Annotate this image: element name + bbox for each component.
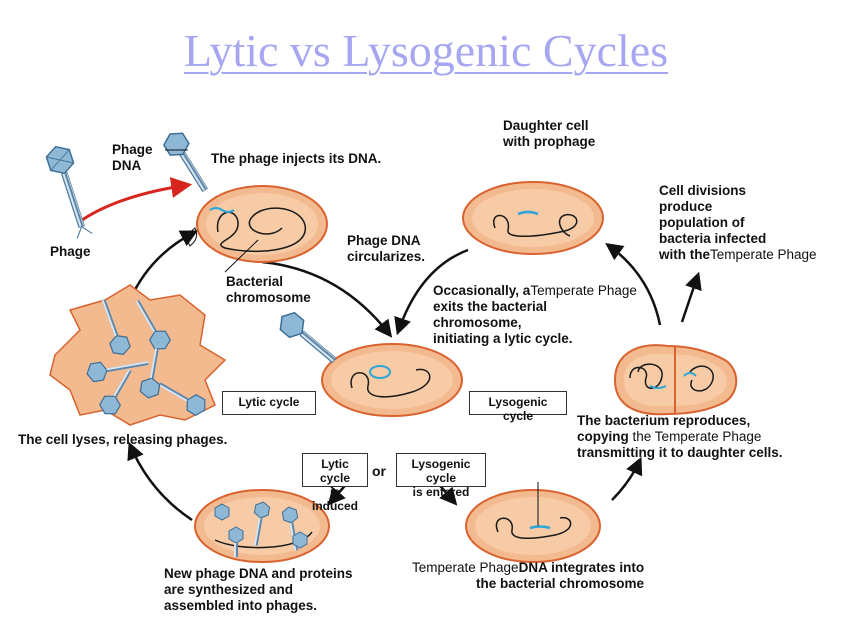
circular-phage-dna [369, 365, 391, 379]
bacterium-integrated [465, 482, 601, 563]
red-injection-arrow [81, 177, 193, 222]
label-or: or [372, 463, 386, 479]
chromosome-pointer [224, 239, 259, 273]
bacterium-infected [163, 132, 328, 263]
arrow-lysis-to-infection [128, 230, 199, 301]
arrow-reproduce-to-daughter [605, 242, 662, 326]
bacterial-chromosome [216, 207, 306, 253]
label-cell-lyses: The cell lyses, releasing phages. [18, 432, 228, 447]
box-lysogenic-cycle: Lysogenic cycle [469, 391, 567, 423]
page-title: Lytic vs Lysogenic Cycles [183, 25, 669, 76]
label-bacterium-reproduces: The bacterium reproduces, copying the Te… [577, 413, 783, 460]
arrow-integrated-to-reproduce [611, 456, 643, 501]
phage-icon-free [279, 311, 337, 364]
bacterium-lysing [49, 284, 227, 426]
phage-icon [45, 145, 93, 239]
integrated-phage-dna [529, 525, 551, 530]
label-cell-divisions: Cell divisions produce population of bac… [659, 183, 817, 262]
bacterium-synthesizing [194, 489, 330, 563]
bacterium-reproducing [613, 344, 738, 416]
released-phages [86, 299, 206, 416]
arrow-infected-to-circular [261, 260, 393, 338]
injected-dna [209, 207, 235, 213]
arrow-reproduce-to-divisions [680, 271, 702, 323]
label-occasionally: Occasionally, aTemperate Phage exits the… [433, 283, 637, 346]
arrow-daughter-to-circular [394, 248, 469, 336]
box-lytic-cycle: Lytic cycle [222, 391, 316, 415]
bacterium-daughter-prophage [462, 181, 604, 255]
bacterium-circularized [321, 343, 463, 417]
label-integrates: Temperate PhageDNA integrates into the b… [412, 560, 645, 591]
prophage-dna [517, 210, 539, 216]
label-phage: Phage [50, 244, 91, 259]
assembling-phages [214, 501, 308, 557]
label-new-phage: New phage DNA and proteins are synthesiz… [164, 566, 353, 613]
arrow-synthesis-to-lysis [127, 441, 193, 522]
label-phage-injects: The phage injects its DNA. [211, 151, 382, 166]
